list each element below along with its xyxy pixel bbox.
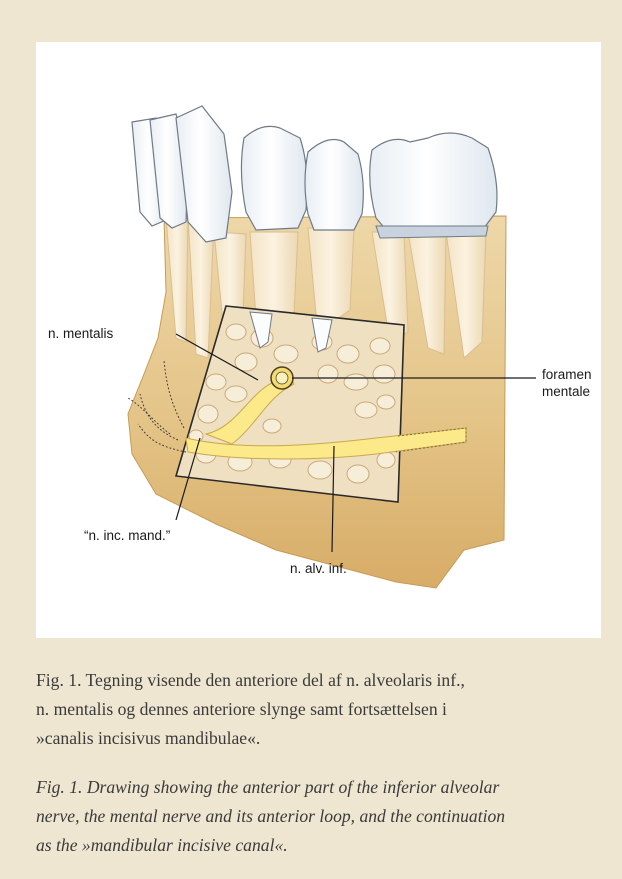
caption-english-line: Fig. 1. Drawing showing the anterior par… (36, 773, 606, 802)
label-foramen-line1: foramen (542, 367, 592, 382)
label-alveolar: n. alv. inf. (290, 561, 347, 576)
mandible-illustration: n. mentalis foramen mentale “n. inc. man… (36, 42, 601, 638)
caption-danish-line: »canalis incisivus mandibulae«. (36, 724, 606, 753)
caption-danish: Fig. 1. Tegning visende den anteriore de… (36, 666, 606, 753)
caption-english-line: nerve, the mental nerve and its anterior… (36, 802, 606, 831)
figure-panel: n. mentalis foramen mentale “n. inc. man… (36, 42, 601, 638)
label-incisive: “n. inc. mand.” (84, 528, 170, 543)
caption-english: Fig. 1. Drawing showing the anterior par… (36, 773, 606, 860)
label-foramen-line2: mentale (542, 384, 590, 399)
label-mentalis: n. mentalis (48, 326, 114, 341)
caption-english-line: as the »mandibular incisive canal«. (36, 831, 606, 860)
caption-danish-line: n. mentalis og dennes anteriore slynge s… (36, 695, 606, 724)
caption-danish-line: Fig. 1. Tegning visende den anteriore de… (36, 666, 606, 695)
